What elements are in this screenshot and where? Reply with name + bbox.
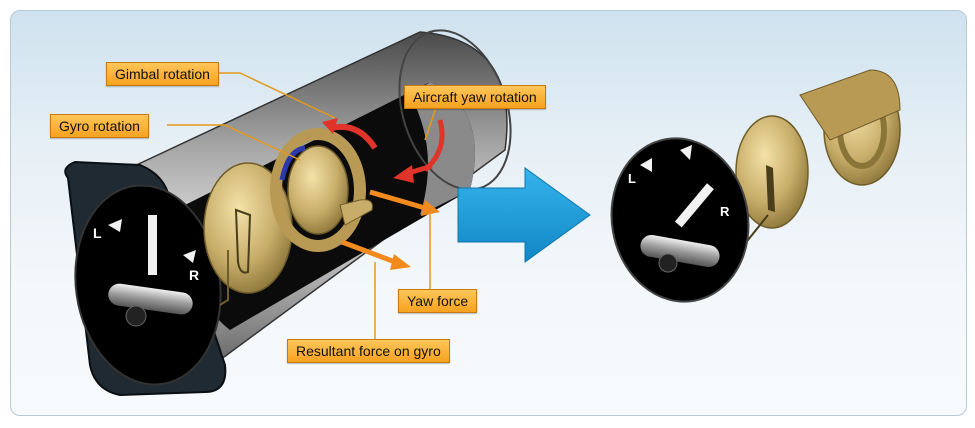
indicator-left-letter-r: R	[189, 267, 199, 283]
label-yaw-force: Yaw force	[398, 289, 478, 313]
indicator-left-letter-l: L	[93, 225, 102, 241]
label-resultant-force: Resultant force on gyro	[287, 339, 450, 363]
deflected-gyro-assembly	[735, 69, 901, 242]
rotation-arrows	[322, 118, 445, 183]
force-arrows	[341, 189, 440, 270]
label-aircraft-yaw-rotation: Aircraft yaw rotation	[404, 85, 546, 109]
gyro-assembly-left	[203, 128, 373, 306]
indicator-face-right	[610, 137, 750, 303]
indicator-right-letter-l: L	[628, 171, 636, 186]
indicator-face-left	[74, 184, 222, 386]
transition-arrow	[457, 167, 591, 263]
indicator-right-letter-r: R	[720, 204, 730, 219]
label-gimbal-rotation: Gimbal rotation	[106, 62, 219, 86]
label-gyro-rotation: Gyro rotation	[50, 114, 149, 138]
